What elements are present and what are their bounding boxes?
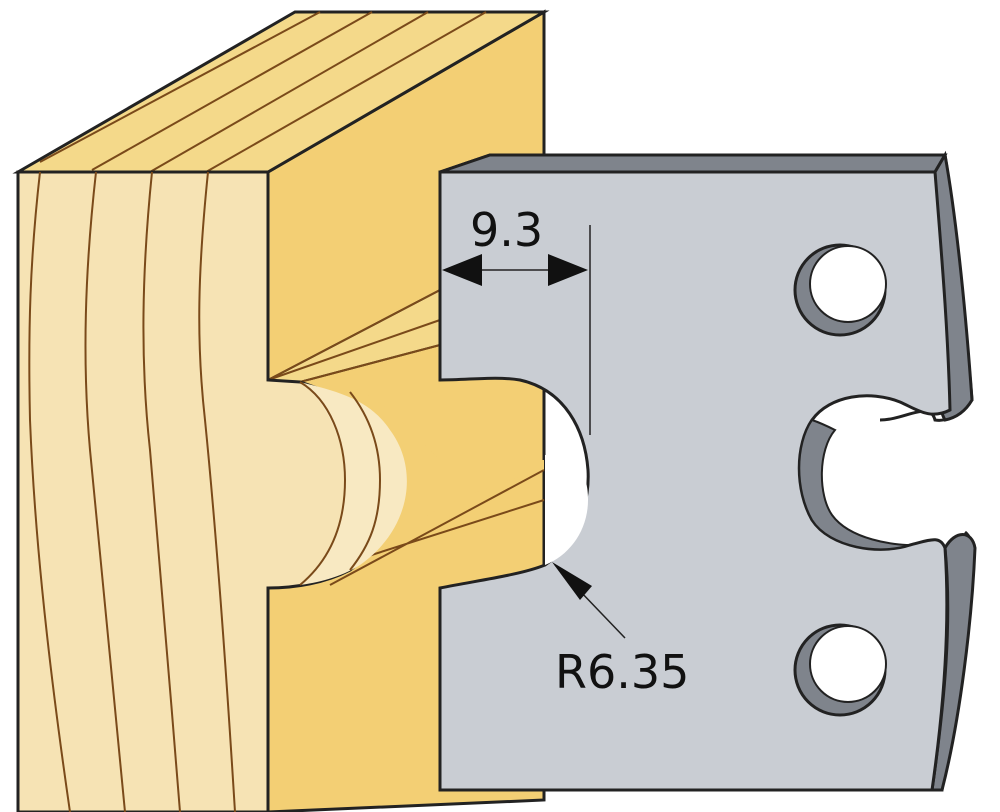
knife-notch-bevel [798,418,911,551]
width-arrow-right [548,254,588,286]
wood-groove-shade [300,382,407,585]
wood-top-grain [39,11,487,173]
radius-arrow [552,562,592,600]
width-dimension: 9.3 [442,203,591,435]
knife-cutting-notch [545,455,588,565]
width-dimension-label: 9.3 [470,203,543,257]
width-arrow-left [442,254,482,286]
mounting-hole-lower [793,623,887,717]
wood-end-grain [28,171,382,812]
radius-dimension: R6.35 [552,562,689,699]
mounting-hole-upper [793,243,887,337]
radius-dimension-label: R6.35 [555,645,689,699]
wood-side-groove-lines [267,289,545,589]
profile-knife [438,150,977,792]
knife-top-edge [439,153,948,174]
